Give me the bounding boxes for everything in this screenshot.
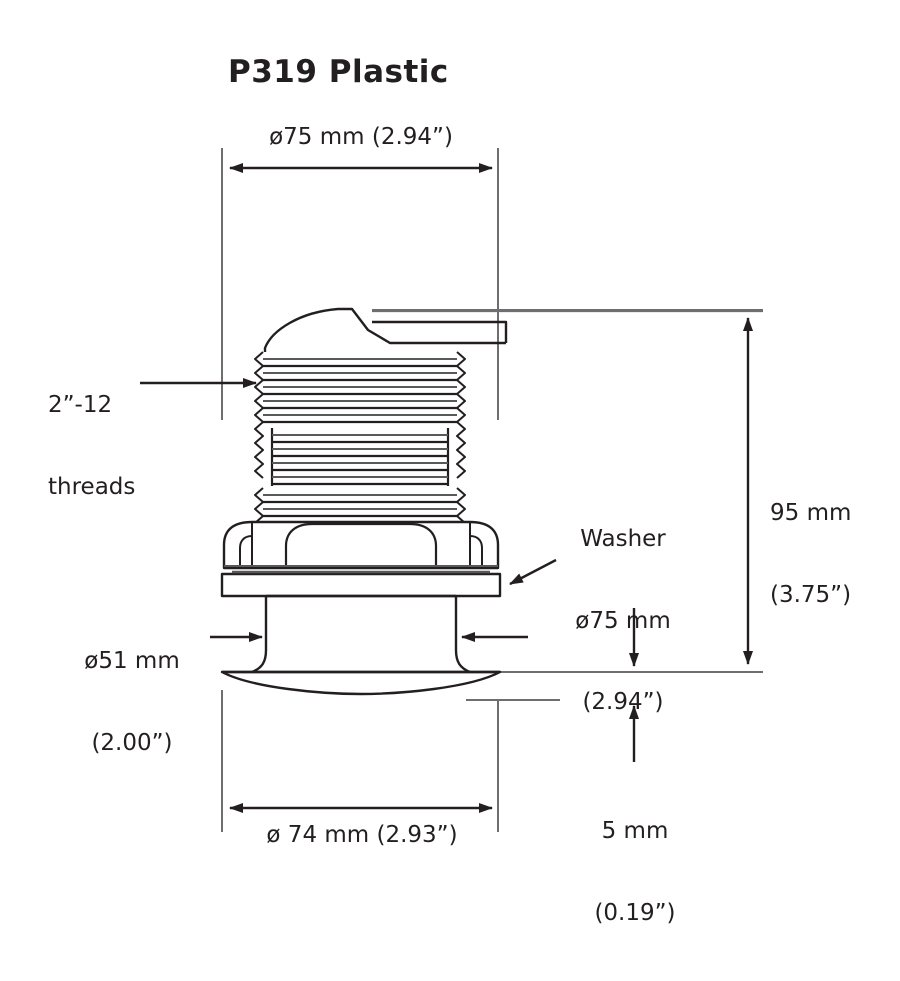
dim-label-height-line1: 95 mm [770, 500, 852, 527]
collar-center-boss [284, 522, 438, 568]
thread-lines-mid [272, 434, 448, 478]
dim-label-threads-line2: threads [48, 473, 136, 500]
dim-label-stem-line2: (2.00”) [91, 729, 173, 756]
collar-grip-left [239, 535, 253, 567]
washer-plate [220, 572, 502, 598]
dim-label-flange-line1: 5 mm [601, 818, 669, 845]
dim-label-top-diameter: ø75 mm (2.94”) [269, 124, 453, 150]
dim-label-stem-line1: ø51 mm [84, 648, 180, 675]
dim-label-threads-line1: 2”-12 [48, 392, 113, 419]
dome-cap-outline [263, 307, 506, 352]
drawing-svg [140, 148, 763, 832]
thread-lines-mid-dark [272, 440, 448, 486]
thread-lines-upper [263, 358, 457, 416]
thread-edge-left-upper [254, 351, 264, 479]
collar-grip-right [469, 535, 483, 567]
technical-drawing-canvas: P319 Plastic ø75 mm (2.94”) 2”-12 thread… [48, 54, 852, 926]
collar-outline [222, 520, 500, 570]
dim-label-height-line2: (3.75”) [770, 581, 852, 608]
dim-label-washer: Washer ø75 mm (2.94”) [528, 472, 718, 770]
dim-label-threads: 2”-12 threads [48, 338, 135, 555]
dim-label-washer-line2: ø75 mm [575, 607, 671, 634]
leader-washer [509, 558, 557, 586]
page-title: P319 Plastic [228, 54, 449, 90]
dim-label-stem-diameter: ø51 mm (2.00”) [62, 594, 202, 811]
thread-lines-upper-dark [263, 364, 457, 424]
cable-fin-outline [372, 320, 508, 343]
bottom-flange [220, 670, 502, 696]
dim-label-washer-line3: (2.94”) [582, 689, 664, 715]
dim-label-base-diameter: ø 74 mm (2.93”) [266, 822, 458, 848]
dim-label-flange-line2: (0.19”) [594, 899, 676, 926]
dim-label-flange-thickness: 5 mm (0.19”) [564, 764, 706, 981]
dim-label-washer-line1: Washer [580, 526, 666, 553]
thread-lines-lower [263, 494, 457, 510]
stem-outline [251, 596, 471, 674]
thread-edge-right-upper [456, 351, 466, 479]
dim-label-overall-height: 95 mm (3.75”) [770, 446, 851, 663]
